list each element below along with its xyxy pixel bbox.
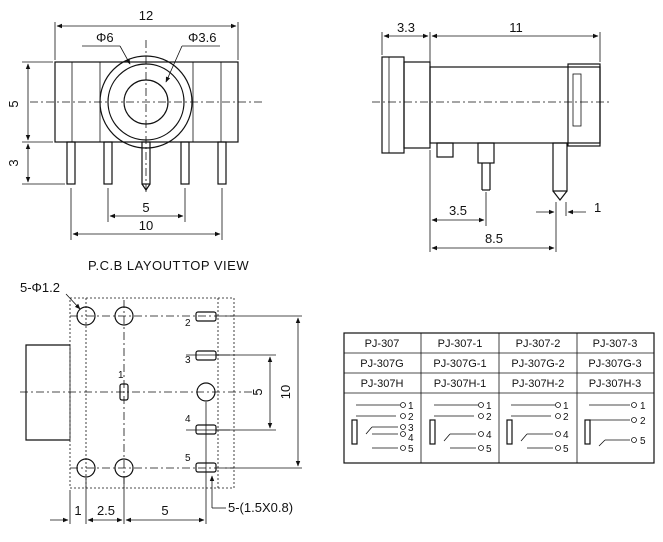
slot-pin-1 xyxy=(119,383,129,401)
contact-label: 5 xyxy=(563,444,569,455)
front-pins xyxy=(66,141,227,192)
table-cell: PJ-307H-1 xyxy=(434,378,487,390)
pcb-layout-caption: P.C.B LAYOUT xyxy=(88,258,181,273)
dim-height: 5 xyxy=(6,100,21,107)
table-cell: PJ-307 xyxy=(365,338,400,350)
side-body xyxy=(429,66,601,144)
contact-label: 2 xyxy=(640,416,646,427)
mount-hole xyxy=(114,458,134,478)
dim-bottom-3: 5 xyxy=(161,503,168,518)
slot-note: 5-(1.5X0.8) xyxy=(228,500,293,515)
contact-label: 2 xyxy=(563,412,569,423)
schematic-cell-4: 1 2 5 xyxy=(584,401,646,447)
jack-body-outline xyxy=(25,344,70,441)
mount-hole xyxy=(76,306,96,326)
dim-pin-width: 1 xyxy=(594,200,601,215)
contact-label: 3 xyxy=(408,423,414,434)
contact-label: 2 xyxy=(408,412,414,423)
contact-label: 5 xyxy=(640,436,646,447)
table-cell: PJ-307H-3 xyxy=(589,378,642,390)
contact-label: 1 xyxy=(486,401,492,412)
table-cell: PJ-307-1 xyxy=(438,338,483,350)
contact-label: 4 xyxy=(563,430,569,441)
top-view-caption: TOP VIEW xyxy=(182,258,249,273)
dim-pin-height: 3 xyxy=(6,159,21,166)
model-table: PJ-307 PJ-307-1 PJ-307-2 PJ-307-3 PJ-307… xyxy=(343,332,655,464)
dim-pin-span: 10 xyxy=(139,218,153,233)
side-view: 3.3 11 3.5 1 8.5 xyxy=(372,20,612,252)
contact-label: 4 xyxy=(486,430,492,441)
pin-label: 5 xyxy=(185,453,191,464)
outer-bushing-circle xyxy=(99,55,193,149)
jack-hole xyxy=(123,79,169,125)
dim-right-outer: 10 xyxy=(278,385,293,399)
dim-hole-large: Φ3.6 xyxy=(188,30,216,45)
pin-label: 4 xyxy=(185,414,191,425)
dim-right-inner: 5 xyxy=(250,388,265,395)
contact-label: 5 xyxy=(408,444,414,455)
table-cell: PJ-307G xyxy=(360,358,403,370)
dim-flange: 3.3 xyxy=(397,20,415,35)
dim-rear-pin: 8.5 xyxy=(485,231,503,246)
slot-pin-3 xyxy=(195,350,217,361)
mount-hole xyxy=(196,382,216,402)
dim-bottom-2: 2.5 xyxy=(97,503,115,518)
dim-bottom-1: 1 xyxy=(74,503,81,518)
contact-label: 4 xyxy=(408,433,414,444)
slot-pin-2 xyxy=(195,311,217,322)
dim-width: 12 xyxy=(139,8,153,23)
front-view: 12 Φ6 Φ3.6 5 3 5 10 xyxy=(6,8,262,240)
table-cell: PJ-307-2 xyxy=(516,338,561,350)
pin-label: 3 xyxy=(185,355,191,366)
table-cell: PJ-307-3 xyxy=(593,338,638,350)
mount-hole xyxy=(76,458,96,478)
pin-label: 2 xyxy=(185,318,191,329)
table-cell: PJ-307H xyxy=(361,378,404,390)
dim-hole-small: Φ6 xyxy=(96,30,114,45)
hole-note: 5-Φ1.2 xyxy=(20,280,60,295)
dim-body: 11 xyxy=(509,20,523,35)
dim-pin-offset: 3.5 xyxy=(449,203,467,218)
pcb-layout: 1 2 3 4 5 5-Φ1.2 5 10 5-(1.5X0.8) 1 2.5 … xyxy=(20,280,302,524)
table-cell: PJ-307G-3 xyxy=(588,358,641,370)
side-flange xyxy=(381,56,405,154)
contact-label: 1 xyxy=(563,401,569,412)
schematic-cell-3: 1 2 4 5 xyxy=(506,401,569,455)
table-cell: PJ-307G-2 xyxy=(511,358,564,370)
table-cell: PJ-307G-1 xyxy=(433,358,486,370)
contact-label: 1 xyxy=(408,401,414,412)
schematic-cell-2: 1 2 4 5 xyxy=(429,401,492,455)
contact-label: 2 xyxy=(486,412,492,423)
mount-hole xyxy=(114,306,134,326)
pin-label: 1 xyxy=(118,370,124,381)
contact-label: 1 xyxy=(640,401,646,412)
contact-label: 5 xyxy=(486,444,492,455)
pcb-outline xyxy=(69,297,235,489)
schematic-cell-1: 1 2 3 4 5 xyxy=(351,401,414,455)
dim-pin-spacing: 5 xyxy=(142,200,149,215)
table-cell: PJ-307H-2 xyxy=(512,378,565,390)
